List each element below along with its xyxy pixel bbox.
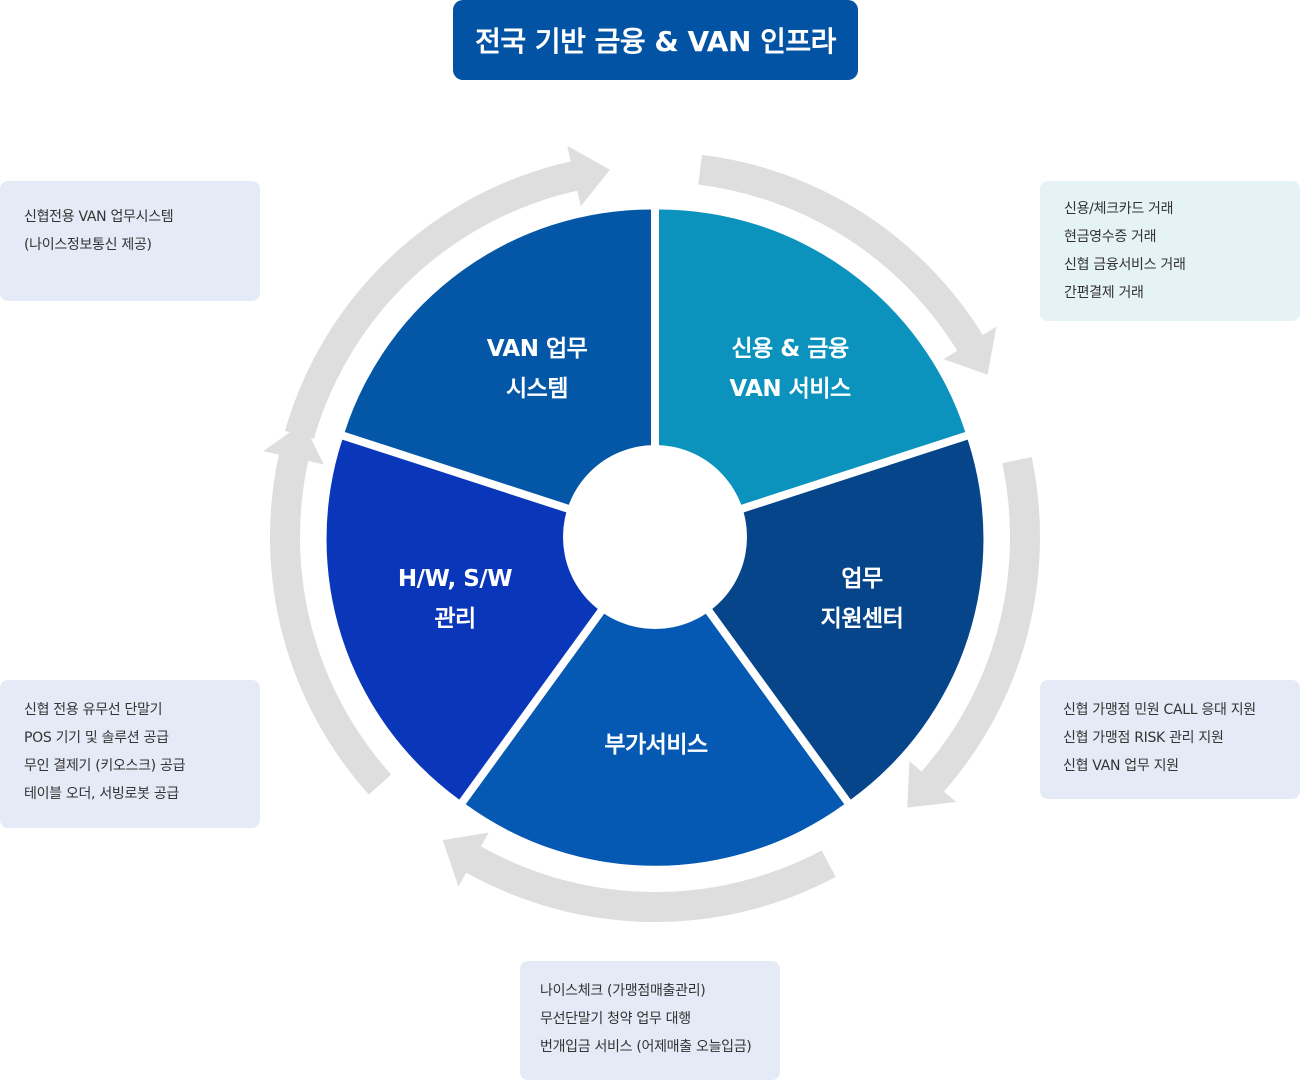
segment-label-hw-sw-line2: 관리: [434, 606, 475, 632]
segment-label-support-center: 업무: [841, 566, 883, 592]
page-title: 전국 기반 금융 & VAN 인프라: [453, 0, 858, 80]
note-line: POS 기기 및 솔루션 공급: [24, 730, 169, 746]
segment-label-support-center-line2: 지원센터: [821, 606, 904, 632]
note-hw-sw: 신협 전용 유무선 단말기 POS 기기 및 솔루션 공급 무인 결제기 (키오…: [0, 680, 260, 828]
note-line: 신협전용 VAN 업무시스템: [24, 209, 174, 225]
segment-label-hw-sw: H/W, S/W: [398, 566, 512, 592]
note-line: 신협 금융서비스 거래: [1064, 257, 1186, 273]
segment-label-van-system: VAN 업무: [487, 336, 588, 362]
segment-label-credit-finance-line2: VAN 서비스: [729, 376, 851, 402]
note-line: 무인 결제기 (키오스크) 공급: [24, 758, 186, 774]
note-value-added: 나이스체크 (가맹점매출관리) 무선단말기 청약 업무 대행 번개입금 서비스 …: [520, 961, 780, 1080]
segment-label-value-added: 부가서비스: [604, 732, 708, 758]
note-line: 무선단말기 청약 업무 대행: [540, 1011, 691, 1027]
note-support-center: 신협 가맹점 민원 CALL 응대 지원 신협 가맹점 RISK 관리 지원 신…: [1040, 680, 1300, 799]
note-line: 테이블 오더, 서빙로봇 공급: [24, 786, 179, 802]
note-line: 나이스체크 (가맹점매출관리): [540, 983, 706, 999]
note-line: 현금영수증 거래: [1064, 229, 1157, 245]
note-line: 신협 가맹점 민원 CALL 응대 지원: [1063, 702, 1256, 718]
segment-van-system: [344, 209, 651, 532]
center-hole: [563, 445, 747, 629]
note-line: 간편결제 거래: [1064, 285, 1144, 301]
note-line: 신용/체크카드 거래: [1064, 201, 1174, 217]
note-line: 번개입금 서비스 (어제매출 오늘입금): [540, 1039, 752, 1055]
cycle-arrows: [263, 145, 1040, 922]
note-line: (나이스정보통신 제공): [24, 237, 152, 253]
note-line: 신협 가맹점 RISK 관리 지원: [1063, 730, 1224, 746]
segment-value-added: [465, 543, 845, 866]
cycle-arrow-icon: [698, 154, 997, 375]
note-line: 신협 VAN 업무 지원: [1063, 758, 1179, 774]
cycle-arrow-icon: [263, 422, 392, 795]
note-credit-finance: 신용/체크카드 거래 현금영수증 거래 신협 금융서비스 거래 간편결제 거래: [1040, 181, 1300, 321]
cycle-arrow-icon: [907, 456, 1040, 808]
segment-credit-finance: [659, 209, 966, 532]
note-van-system: 신협전용 VAN 업무시스템 (나이스정보통신 제공): [0, 181, 260, 301]
segment-label-credit-finance: 신용 & 금융: [731, 336, 849, 362]
note-line: 신협 전용 유무선 단말기: [24, 702, 163, 718]
segment-label-van-system-line2: 시스템: [506, 376, 568, 402]
cycle-arrow-icon: [442, 832, 836, 922]
cycle-arrow-icon: [284, 145, 610, 440]
